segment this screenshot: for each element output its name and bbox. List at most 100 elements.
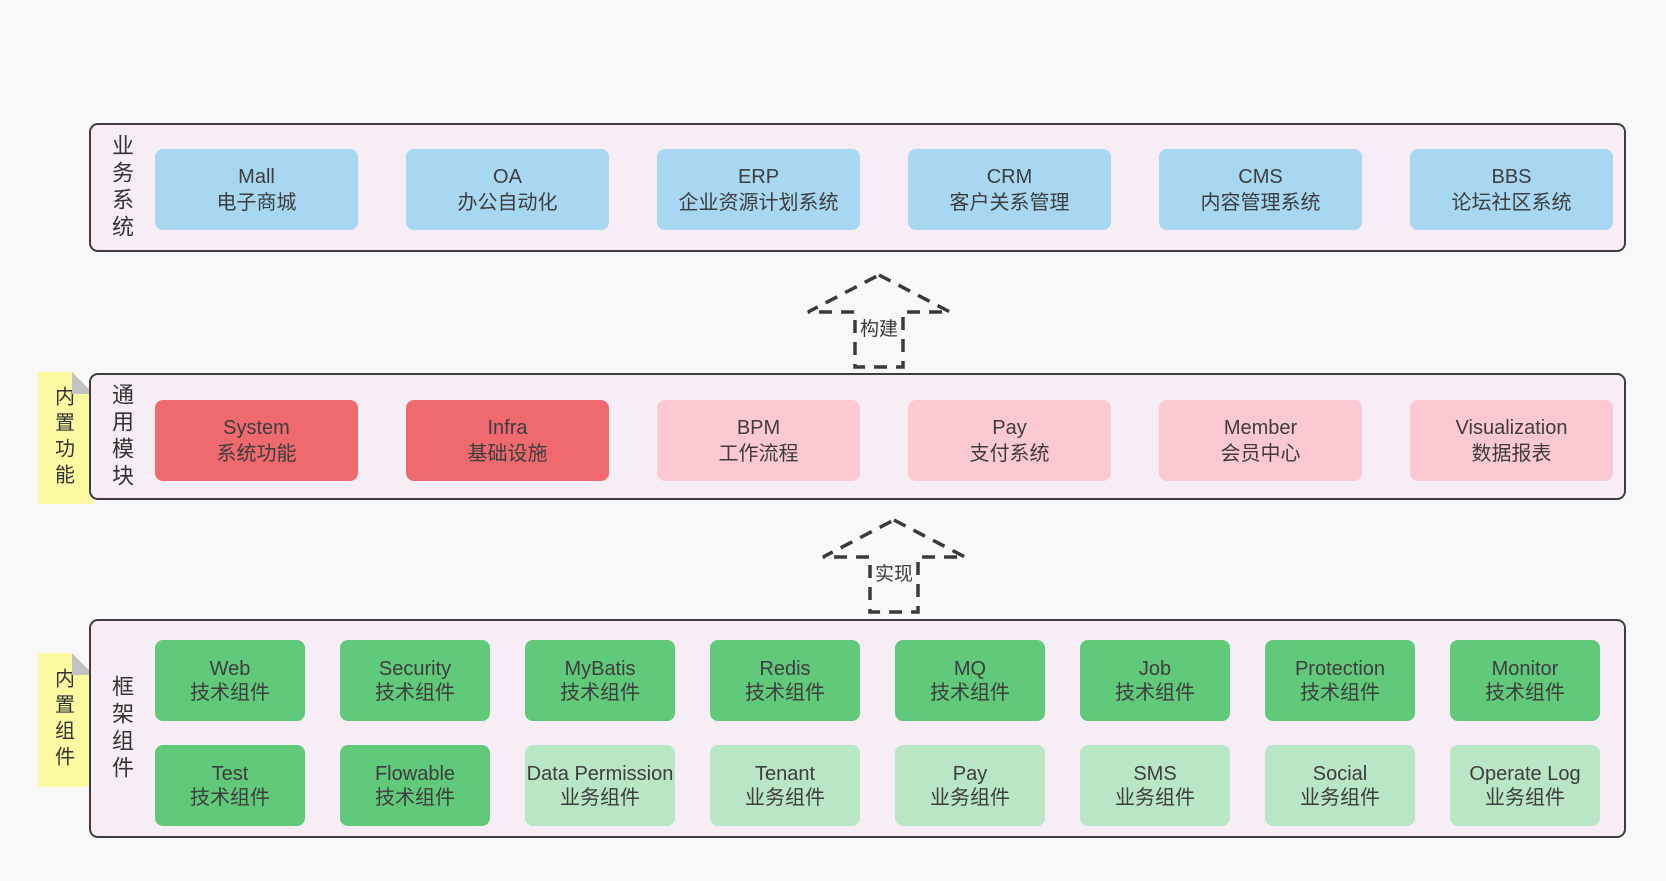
box-title: MQ <box>953 657 987 680</box>
box-title: Monitor <box>1491 657 1559 680</box>
box-subtitle: 系统功能 <box>216 442 297 465</box>
box-title: OA <box>493 165 522 188</box>
box-subtitle: 客户关系管理 <box>949 191 1070 214</box>
box-title: CRM <box>986 165 1033 188</box>
box-title: Job <box>1138 657 1172 680</box>
box-infra: Infra 基础设施 <box>406 400 609 481</box>
box-title: SMS <box>1133 762 1177 785</box>
box-subtitle: 技术组件 <box>1485 681 1565 704</box>
box-title: ERP <box>737 165 780 188</box>
box-subtitle: 技术组件 <box>560 681 640 704</box>
arrow-label: 构建 <box>856 314 902 341</box>
box-row: System 系统功能 Infra 基础设施 BPM 工作流程 Pay 支付系统 Member 会… <box>155 400 1613 481</box>
box-title: Security <box>378 657 452 680</box>
box-subtitle: 工作流程 <box>718 442 799 465</box>
box-subtitle: 技术组件 <box>1300 681 1380 704</box>
arrow-up-build: 构建 <box>805 272 953 370</box>
box-subtitle: 数据报表 <box>1471 442 1552 465</box>
box-mall: Mall 电子商城 <box>155 149 358 230</box>
box-title: Data Permission <box>526 762 674 785</box>
box-subtitle: 业务组件 <box>745 786 825 809</box>
arrow-up-implement: 实现 <box>820 517 968 615</box>
band-label-text: 框架组件 <box>109 674 134 783</box>
box-title: Operate Log <box>1469 762 1581 785</box>
band-label: 通用模块 <box>99 375 143 498</box>
box-subtitle: 电子商城 <box>216 191 297 214</box>
box-title: BPM <box>736 416 781 439</box>
box-title: BBS <box>1491 165 1532 188</box>
box-title: Visualization <box>1455 416 1568 439</box>
sticky-note-builtin-functions: 内置功能 <box>38 372 94 504</box>
sticky-note-label: 内置功能 <box>51 386 74 490</box>
box-subtitle: 基础设施 <box>467 442 548 465</box>
box-subtitle: 论坛社区系统 <box>1451 191 1572 214</box>
band-label: 业务系统 <box>99 125 143 250</box>
box-oa: OA 办公自动化 <box>406 149 609 230</box>
box-title: Redis <box>759 657 811 680</box>
box-title: Pay <box>992 416 1027 439</box>
box-title: MyBatis <box>564 657 636 680</box>
box-title: Flowable <box>374 762 456 785</box>
box-title: Member <box>1223 416 1298 439</box>
box-title: Web <box>209 657 251 680</box>
box-crm: CRM 客户关系管理 <box>908 149 1111 230</box>
box-subtitle: 办公自动化 <box>457 191 558 214</box>
band-label-text: 业务系统 <box>109 133 134 242</box>
box-system: System 系统功能 <box>155 400 358 481</box>
box-title: Social <box>1312 762 1368 785</box>
sticky-note-builtin-components: 内置组件 <box>38 653 94 787</box>
box-member: Member 会员中心 <box>1159 400 1362 481</box>
box-subtitle: 技术组件 <box>375 786 455 809</box>
box-title: Infra <box>487 416 528 439</box>
box-subtitle: 业务组件 <box>1300 786 1380 809</box>
box-subtitle: 技术组件 <box>1115 681 1195 704</box>
band-common-modules: 通用模块 System 系统功能 Infra 基础设施 BPM 工作流程 Pay 支付系统 Me… <box>89 373 1626 500</box>
box-subtitle: 技术组件 <box>375 681 455 704</box>
box-subtitle: 会员中心 <box>1220 442 1301 465</box>
box-title: Mall <box>238 165 275 188</box>
box-pay: Pay 支付系统 <box>908 400 1111 481</box>
box-title: Pay <box>952 762 988 785</box>
sticky-note-label: 内置组件 <box>51 668 74 772</box>
box-bpm: BPM 工作流程 <box>657 400 860 481</box>
band-label-text: 通用模块 <box>109 382 134 491</box>
box-title: System <box>223 416 290 439</box>
box-subtitle: 技术组件 <box>930 681 1010 704</box>
box-bbs: BBS 论坛社区系统 <box>1410 149 1613 230</box>
band-label: 框架组件 <box>99 621 143 836</box>
box-subtitle: 业务组件 <box>560 786 640 809</box>
box-title: CMS <box>1238 165 1283 188</box>
arrow-label: 实现 <box>871 559 917 586</box>
box-subtitle: 技术组件 <box>190 681 270 704</box>
box-subtitle: 技术组件 <box>745 681 825 704</box>
box-title: Tenant <box>754 762 816 785</box>
box-visualization: Visualization 数据报表 <box>1410 400 1613 481</box>
box-subtitle: 支付系统 <box>969 442 1050 465</box>
box-subtitle: 业务组件 <box>1115 786 1195 809</box>
box-subtitle: 技术组件 <box>190 786 270 809</box>
box-title: Test <box>211 762 249 785</box>
box-subtitle: 业务组件 <box>1485 786 1565 809</box>
